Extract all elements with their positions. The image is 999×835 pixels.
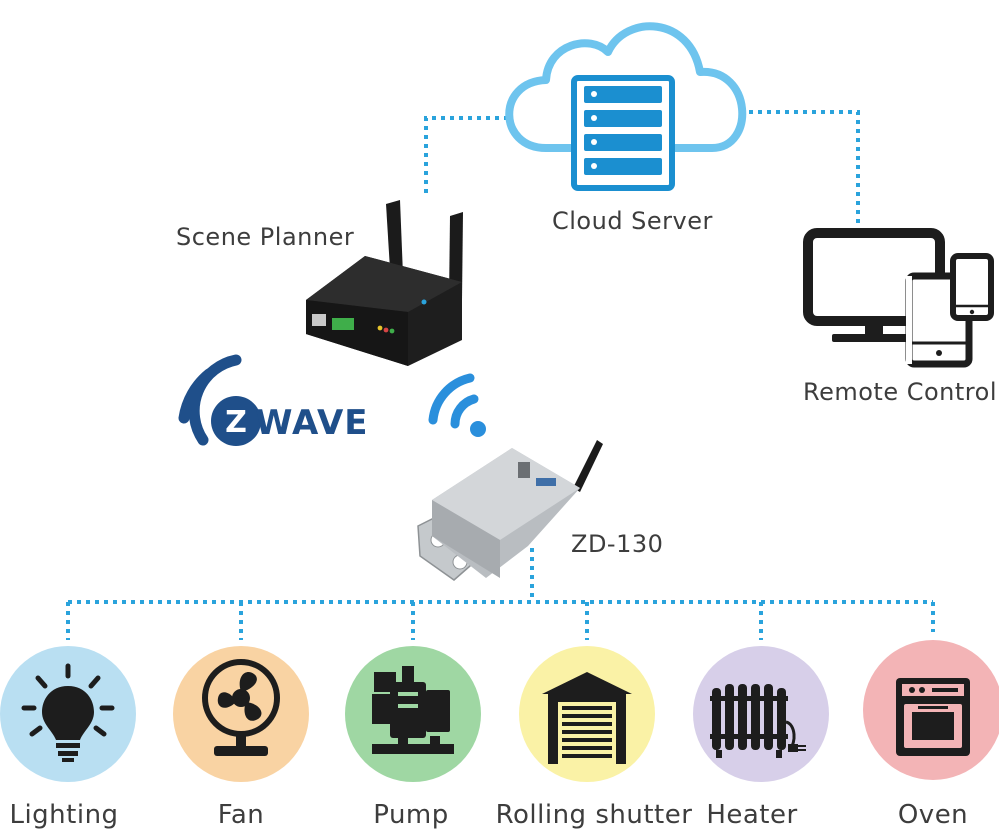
fan-label: Fan: [217, 800, 265, 830]
lightbulb-icon: [21, 663, 115, 762]
heater-label: Heater: [706, 800, 798, 830]
scene-planner-gateway: [306, 200, 463, 366]
cloud-to-scene-planner-line: [424, 116, 508, 196]
fan-circle: [173, 646, 309, 782]
lighting-label: Lighting: [9, 800, 119, 830]
server-icon: [571, 75, 675, 191]
remote-control-label: Remote Control: [803, 378, 997, 406]
cloud-server-label: Cloud Server: [552, 207, 713, 235]
rolling-shutter-label: Rolling shutter: [495, 800, 693, 830]
oven-label: Oven: [897, 800, 969, 830]
heater-icon: [710, 684, 806, 758]
device-circles: [0, 640, 999, 782]
svg-text:Z: Z: [225, 405, 247, 440]
oven-icon: [896, 678, 970, 756]
pump-label: Pump: [373, 800, 449, 830]
pump-icon: [372, 666, 454, 754]
remote-control-devices-icon: [803, 228, 994, 368]
zd130-label: ZD-130: [571, 530, 664, 558]
zwave-logo-text: WAVE: [255, 403, 369, 443]
rolling-shutter-icon: [542, 672, 632, 764]
zwave-logo: Z WAVE: [178, 354, 369, 446]
cloud-to-remote-control-line: [740, 110, 860, 224]
zd130-device: [417, 440, 603, 581]
wireless-signal-icon: [428, 373, 486, 437]
fan-icon: [202, 659, 280, 756]
connector-lines: [66, 110, 935, 640]
scene-planner-label: Scene Planner: [176, 223, 355, 251]
